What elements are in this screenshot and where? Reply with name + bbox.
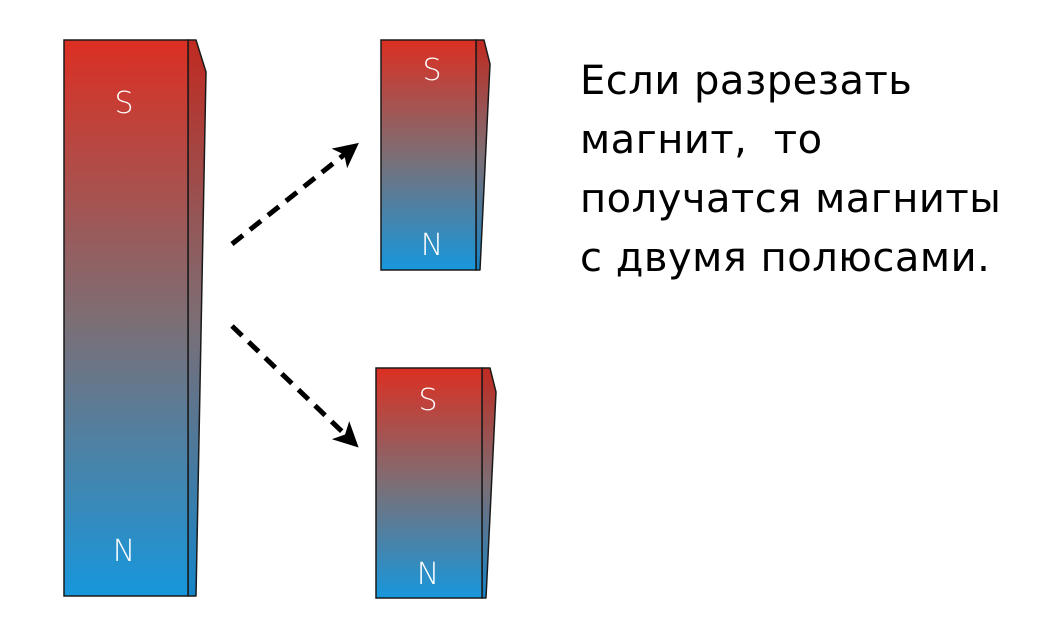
bottom-piece-magnet-front [375, 367, 483, 599]
arrow-to-bottom-piece [230, 324, 359, 448]
large-magnet-side [187, 39, 207, 597]
bottom-piece-magnet-north-label: N [417, 557, 439, 592]
top-piece-magnet-south-label: S [422, 53, 441, 88]
top-piece-magnet-north-label: N [421, 228, 443, 263]
top-piece-magnet: S N [380, 39, 491, 271]
top-piece-magnet-side [475, 39, 491, 271]
large-magnet-south-label: S [114, 86, 133, 121]
caption-line-4: с двумя полюсами. [580, 235, 991, 281]
caption-line-3: получатся магниты [580, 176, 1002, 222]
caption-text: Если разрезать магнит, то получатся магн… [580, 52, 1030, 288]
top-piece-magnet-front [380, 39, 477, 271]
bottom-piece-magnet-side [481, 367, 497, 599]
arrow-to-top-piece [230, 142, 359, 246]
bottom-piece-magnet: S N [375, 367, 497, 599]
large-magnet-front [63, 39, 189, 597]
caption-line-1: Если разрезать [580, 58, 913, 104]
large-magnet-north-label: N [113, 534, 135, 569]
caption-line-2: магнит, то [580, 117, 823, 163]
bottom-piece-magnet-south-label: S [418, 383, 437, 418]
large-magnet: S N [63, 39, 207, 597]
